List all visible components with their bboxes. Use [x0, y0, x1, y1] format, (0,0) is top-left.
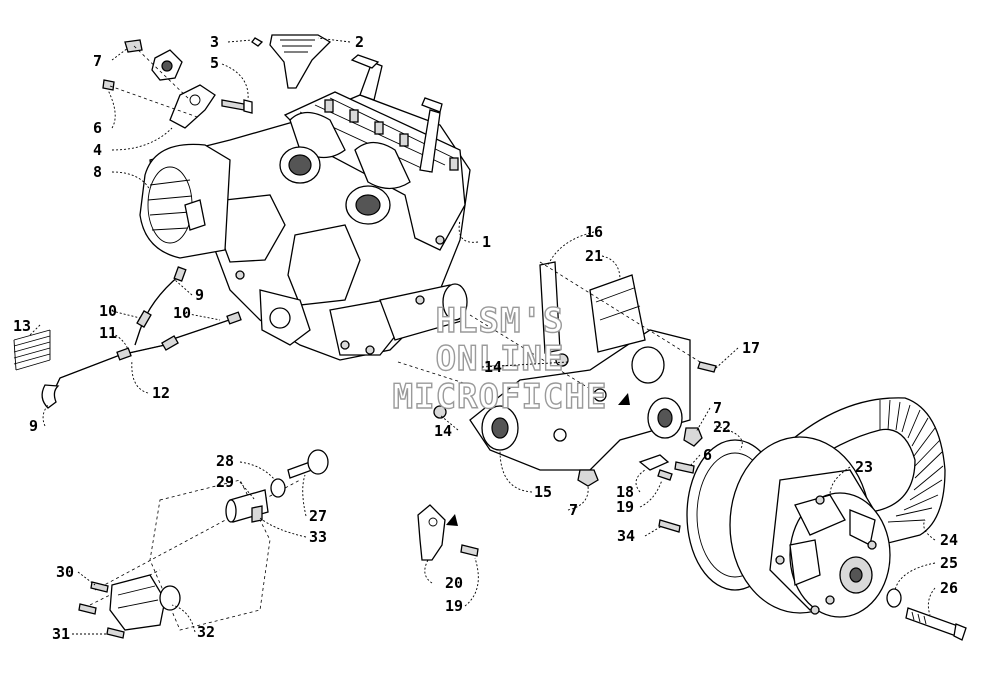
callout-13: 13 — [13, 317, 31, 335]
callout-34: 34 — [617, 527, 635, 545]
callout-2: 2 — [355, 33, 364, 51]
watermark: HLSM'S ONLINE MICROFICHE — [392, 300, 608, 417]
callout-8: 8 — [93, 163, 102, 181]
drive-clutch — [658, 397, 967, 641]
callout-31: 31 — [52, 625, 70, 643]
callout-17: 17 — [742, 339, 760, 357]
callout-22: 22 — [713, 418, 731, 436]
callout-19: 19 — [616, 498, 634, 516]
engine-assembly — [139, 54, 471, 361]
watermark-line-1: HLSM'S — [436, 301, 565, 341]
callout-10: 10 — [99, 302, 117, 320]
callout-26: 26 — [940, 579, 958, 597]
callout-4: 4 — [93, 141, 102, 159]
watermark-line-2: ONLINE — [436, 339, 565, 379]
callout-7: 7 — [93, 52, 102, 70]
callout-25: 25 — [940, 554, 958, 572]
upper-hardware — [102, 34, 332, 129]
callout-6: 6 — [93, 119, 102, 137]
leader-lines — [29, 37, 936, 635]
callout-32: 32 — [197, 623, 215, 641]
callout-29: 29 — [216, 473, 234, 491]
callout-28: 28 — [216, 452, 234, 470]
mounting-plate — [397, 261, 717, 487]
bracket-20 — [417, 504, 479, 561]
callout-7-c: 7 — [569, 501, 578, 519]
callout-16: 16 — [585, 223, 603, 241]
spring — [13, 329, 51, 371]
callout-33: 33 — [309, 528, 327, 546]
callout-23: 23 — [855, 458, 873, 476]
arrow-marker-icon — [618, 393, 630, 405]
callout-24: 24 — [940, 531, 958, 549]
callout-19-b: 19 — [445, 597, 463, 615]
callout-12: 12 — [152, 384, 170, 402]
fuel-hoses — [13, 266, 242, 409]
callout-11: 11 — [99, 324, 117, 342]
callout-1: 1 — [482, 233, 491, 251]
callout-14: 14 — [484, 358, 502, 376]
callout-21: 21 — [585, 247, 603, 265]
callout-7-b: 7 — [713, 399, 722, 417]
callout-20: 20 — [445, 574, 463, 592]
watermark-line-3: MICROFICHE — [393, 377, 608, 417]
callout-27: 27 — [309, 507, 327, 525]
callout-9: 9 — [195, 286, 204, 304]
callout-15: 15 — [534, 483, 552, 501]
callout-9-b: 9 — [29, 417, 38, 435]
callout-5: 5 — [210, 54, 219, 72]
callout-10-b: 10 — [173, 304, 191, 322]
arrow-marker-icon — [446, 514, 458, 526]
callout-labels: 2 3 5 7 6 4 8 1 16 21 17 13 10 9 10 11 1… — [13, 33, 958, 643]
lower-bracket-assembly — [78, 449, 329, 639]
callout-30: 30 — [56, 563, 74, 581]
callout-18: 18 — [616, 483, 634, 501]
callout-3: 3 — [210, 33, 219, 51]
callout-14-b: 14 — [434, 422, 452, 440]
callout-6-b: 6 — [703, 446, 712, 464]
